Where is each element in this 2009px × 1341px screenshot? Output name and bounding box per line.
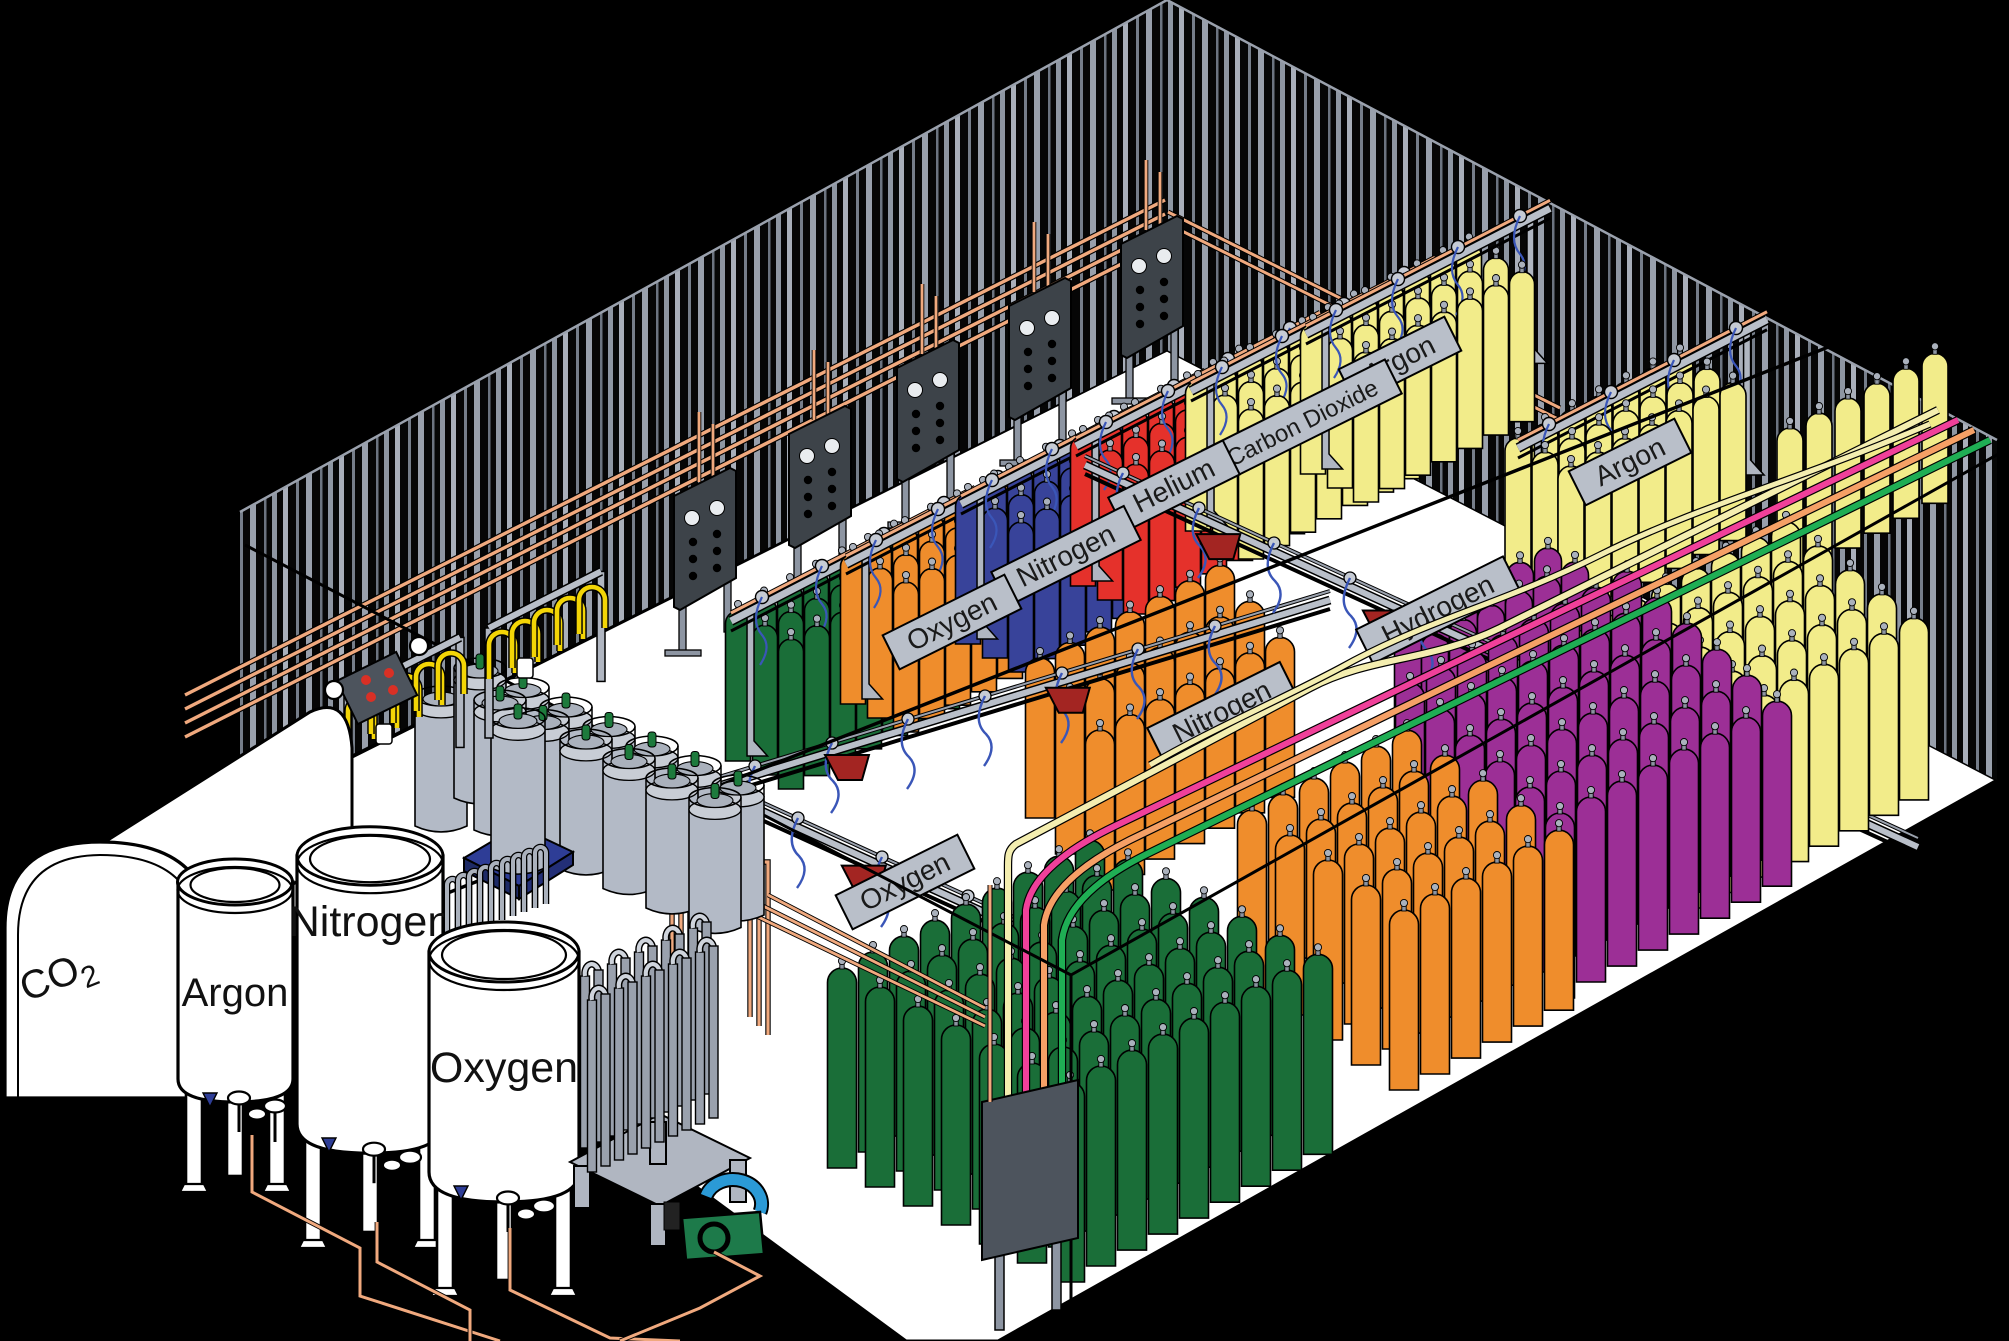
svg-text:Nitrogen: Nitrogen bbox=[289, 898, 452, 946]
svg-text:Oxygen: Oxygen bbox=[430, 1044, 578, 1092]
svg-text:Argon: Argon bbox=[182, 971, 289, 1015]
